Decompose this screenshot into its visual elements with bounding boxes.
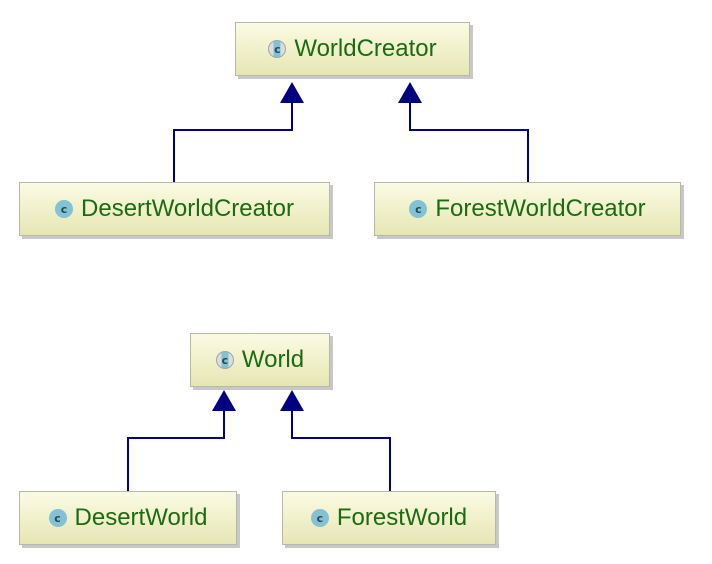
abstract-class-icon: c	[268, 40, 287, 58]
class-node-forestworldcreator[interactable]: c ForestWorldCreator	[374, 182, 681, 236]
class-label: ForestWorldCreator	[435, 195, 646, 222]
class-icon: c	[55, 200, 74, 218]
class-icon: c	[48, 509, 67, 527]
class-label: WorldCreator	[294, 35, 437, 62]
edge-desertworld-to-world	[127, 390, 236, 491]
class-node-forestworld[interactable]: c ForestWorld	[282, 491, 496, 545]
class-node-desertworld[interactable]: c DesertWorld	[19, 491, 237, 545]
class-label: ForestWorld	[336, 504, 468, 531]
class-label: World	[241, 346, 305, 373]
class-node-world[interactable]: c World	[190, 333, 330, 387]
class-node-desertworldcreator[interactable]: c DesertWorldCreator	[19, 182, 330, 236]
class-icon: c	[310, 509, 329, 527]
class-node-worldcreator[interactable]: c WorldCreator	[235, 22, 470, 76]
class-label: DesertWorld	[74, 504, 208, 531]
edge-forestworldcreator-to-worldcreator	[398, 82, 529, 182]
abstract-class-icon: c	[215, 351, 234, 369]
edge-desertworldcreator-to-worldcreator	[173, 82, 304, 182]
class-icon: c	[409, 200, 428, 218]
class-label: DesertWorldCreator	[81, 195, 294, 222]
edge-forestworld-to-world	[280, 390, 391, 491]
